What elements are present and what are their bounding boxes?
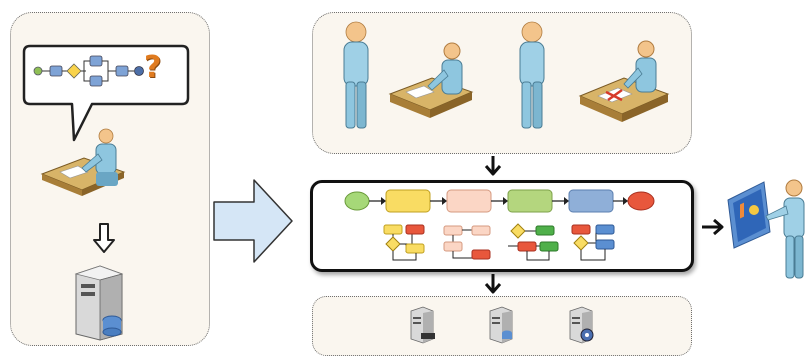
down-arrow-icon <box>484 274 502 294</box>
process-diagram-icon <box>33 55 144 87</box>
decision-flow-icon <box>571 224 615 261</box>
down-arrow-icon <box>93 223 115 253</box>
person-at-desk-icon <box>40 128 126 196</box>
process-flow-icon <box>344 189 655 213</box>
server-database-icon <box>489 306 513 344</box>
speech-bubble <box>22 44 190 142</box>
standing-person-icon <box>519 21 545 129</box>
standing-person-icon <box>343 21 369 129</box>
decision-flow-icon <box>508 223 559 261</box>
decision-flow-icon <box>383 224 425 261</box>
desk-with-rejected-document-icon <box>578 40 670 122</box>
right-arrow-icon <box>213 179 293 263</box>
decision-flow-icon <box>443 225 491 260</box>
server-keyboard-icon <box>410 306 435 344</box>
down-arrow-icon <box>484 156 502 176</box>
workflow-panel <box>310 180 694 272</box>
server-gear-icon <box>569 306 594 344</box>
right-arrow-icon <box>702 218 724 236</box>
person-presenting-chart-icon <box>727 179 805 279</box>
server-with-database-icon <box>74 265 124 341</box>
person-at-desk-icon <box>388 42 474 118</box>
question-mark: ? <box>144 50 162 85</box>
